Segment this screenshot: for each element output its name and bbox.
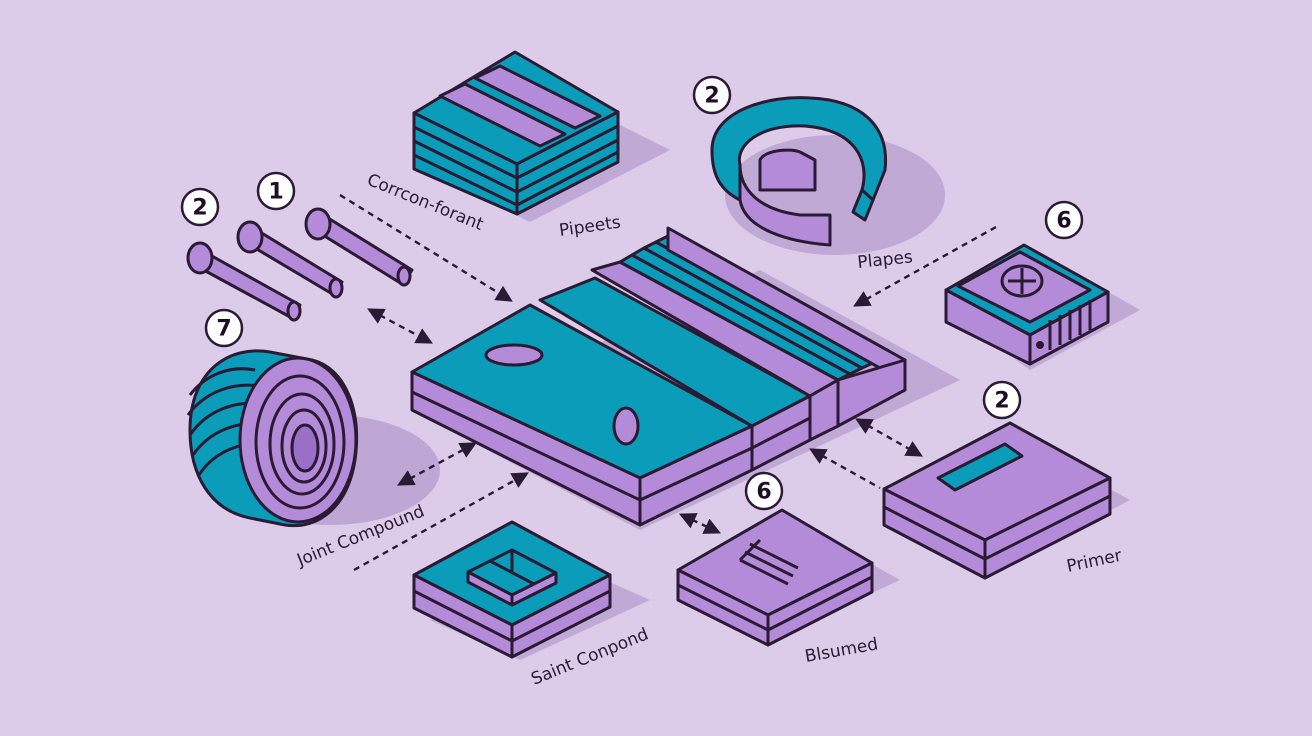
badge-ring: 2 [692, 75, 732, 115]
junction-box-icon [944, 243, 1140, 370]
badge-rods-b-text: 1 [268, 180, 283, 205]
badge-rods-a-text: 2 [192, 196, 207, 221]
layer-stack-icon [412, 50, 670, 222]
badge-coil: 7 [204, 308, 244, 348]
badge-rods-a: 2 [180, 187, 220, 227]
connector-arrows [339, 193, 997, 572]
blsumed-tile-icon [676, 508, 900, 647]
badge-ring-text: 2 [704, 84, 719, 109]
bolt-icon [186, 207, 414, 322]
main-panel [410, 226, 960, 530]
saint-tile-icon [412, 520, 650, 660]
badge-block: 6 [1044, 200, 1084, 240]
label-blsumed: Blsumed [803, 634, 879, 667]
label-pipeets: Pipeets [558, 213, 622, 241]
badge-primer-text: 2 [994, 389, 1009, 414]
badge-rods-b: 1 [256, 171, 296, 211]
primer-slab-icon [882, 421, 1130, 580]
label-primer: Primer [1065, 546, 1124, 577]
badge-primer: 2 [982, 380, 1022, 420]
badge-tile-text: 6 [756, 480, 771, 505]
coil-icon [186, 349, 440, 528]
badge-tile: 6 [744, 471, 784, 511]
badge-block-text: 6 [1056, 209, 1071, 234]
badge-coil-text: 7 [216, 317, 231, 342]
tape-ring-icon [710, 96, 945, 255]
